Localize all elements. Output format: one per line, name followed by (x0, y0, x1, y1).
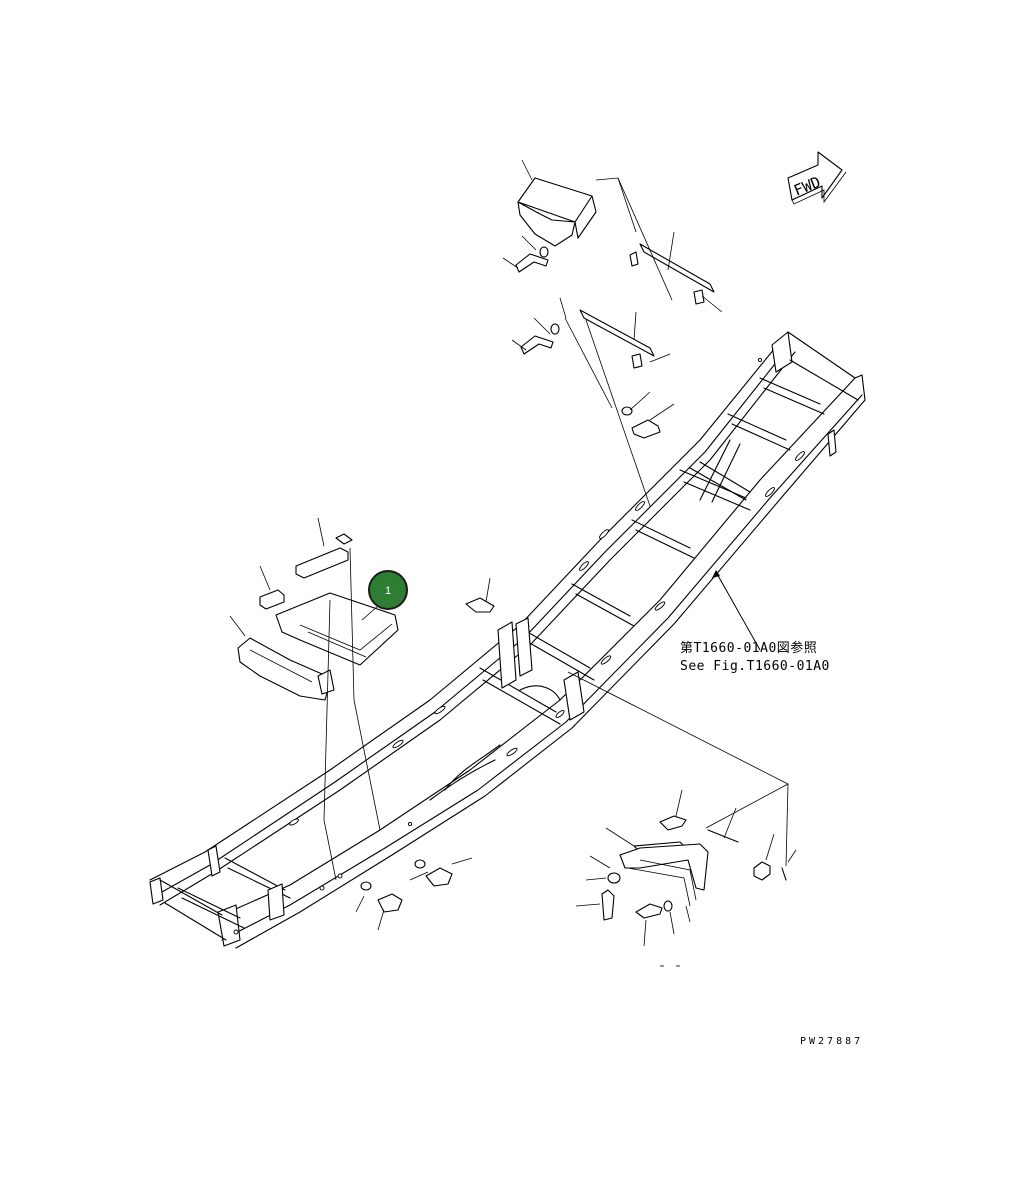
drawing-code: PW27887 (800, 1036, 863, 1047)
leader-lines (229, 159, 797, 967)
fwd-arrow-icon: FWD (787, 151, 847, 205)
reference-label-jp: 第T1660-01A0図参照 (680, 640, 817, 656)
reference-arrow (712, 570, 761, 651)
front-bolts (465, 246, 661, 613)
reference-label-en: See Fig.T1660-01A0 (680, 659, 830, 674)
front-bracket-group (517, 177, 715, 369)
rear-hanger-group (360, 815, 787, 921)
chassis-frame (149, 331, 866, 949)
callout-number: 1 (385, 585, 391, 597)
crossmember-assembly (237, 533, 399, 701)
frame-holes (233, 357, 805, 935)
callout-badge-1[interactable]: 1 (368, 570, 408, 610)
